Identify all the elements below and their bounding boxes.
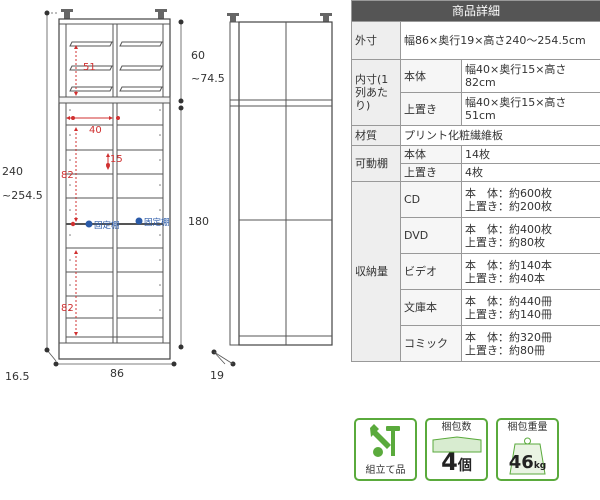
movable-shelf-label: 可動棚	[351, 145, 401, 182]
material-value: プリント化粧繊維板	[399, 125, 600, 146]
storage-value-dvd: 本 体：約400枚上置き：約80枚	[460, 217, 600, 254]
storage-value-comic: 本 体：約320冊上置き：約80冊	[460, 325, 600, 362]
storage-value-cd: 本 体：約600枚上置き：約200枚	[460, 181, 600, 218]
box-icon	[432, 436, 482, 453]
width-label: 86	[110, 367, 124, 380]
svg-text:固定棚: 固定棚	[94, 220, 120, 231]
storage-value-video: 本 体：約140本上置き：約40本	[460, 253, 600, 290]
package-weight-unit: kg	[533, 461, 547, 471]
total-height-range-label: ~254.5	[2, 189, 43, 202]
shelf-main-value: 14枚	[460, 145, 600, 164]
dim-82-lower-label: 82	[61, 303, 74, 314]
package-weight-title: 梱包重量	[507, 422, 548, 433]
storage-type-video: ビデオ	[400, 253, 462, 290]
dimension-diagram: 51 40 15 82 82 固定棚 固定棚 240 ~254.5 60 ~74…	[2, 9, 333, 383]
inner-top-value: 幅40×奥行15×高さ51cm	[460, 92, 600, 126]
package-weight-value: 46	[508, 452, 534, 473]
spec-header: 商品詳細	[350, 0, 600, 22]
extension-height-range-label: ~74.5	[191, 72, 225, 85]
storage-type-paperback: 文庫本	[400, 289, 462, 326]
outer-size-value: 幅86×奥行19×高さ240〜254.5cm	[399, 21, 600, 60]
fixed-shelf-callout-left: 固定棚	[85, 220, 120, 231]
base-depth-label: 16.5	[5, 370, 30, 383]
fixed-shelf-callout-right: 固定棚	[135, 217, 170, 228]
outer-size-label: 外寸	[351, 21, 401, 60]
assembly-label: 組立て品	[365, 465, 406, 476]
storage-value-paperback: 本 体：約440冊上置き：約140冊	[460, 289, 600, 326]
spec-table: 商品詳細 外寸 幅86×奥行19×高さ240〜254.5cm 内寸(1列あたり)…	[350, 0, 600, 362]
storage-type-dvd: DVD	[400, 217, 462, 254]
weight-icon	[509, 437, 546, 475]
extension-height-label: 60	[191, 49, 205, 62]
svg-text:固定棚: 固定棚	[144, 217, 170, 228]
dim-15-label: 15	[110, 154, 123, 165]
package-count-title: 梱包数	[441, 422, 472, 433]
shelf-main-label: 本体	[400, 145, 462, 164]
inner-top-label: 上置き	[400, 92, 462, 126]
tools-icon	[370, 424, 400, 457]
shelf-top-label: 上置き	[400, 163, 462, 182]
inner-main-value: 幅40×奥行15×高さ82cm	[460, 59, 600, 93]
inner-size-label: 内寸(1列あたり)	[351, 59, 401, 126]
package-count-unit: 個	[457, 458, 472, 474]
storage-label: 収納量	[351, 181, 401, 362]
package-weight-badge: 梱包重量 46kg	[496, 418, 559, 481]
package-count-value: 4	[441, 448, 458, 476]
lower-height-label: 180	[188, 215, 209, 228]
dim-82-upper-label: 82	[61, 170, 74, 181]
dim-40-label: 40	[89, 125, 102, 136]
assembly-badge: 組立て品	[354, 418, 417, 481]
inner-main-label: 本体	[400, 59, 462, 93]
material-label: 材質	[351, 125, 401, 146]
package-count-badge: 梱包数 4個	[425, 418, 488, 481]
side-view	[211, 13, 333, 367]
badges-row: 組立て品 梱包数 4個 梱包重量 46kg	[354, 418, 559, 481]
total-height-label: 240	[2, 165, 23, 178]
front-view	[58, 9, 171, 360]
side-depth-label: 19	[210, 369, 224, 382]
storage-type-cd: CD	[400, 181, 462, 218]
storage-type-comic: コミック	[400, 325, 462, 362]
dim-51-label: 51	[83, 62, 96, 73]
shelf-top-value: 4枚	[460, 163, 600, 182]
